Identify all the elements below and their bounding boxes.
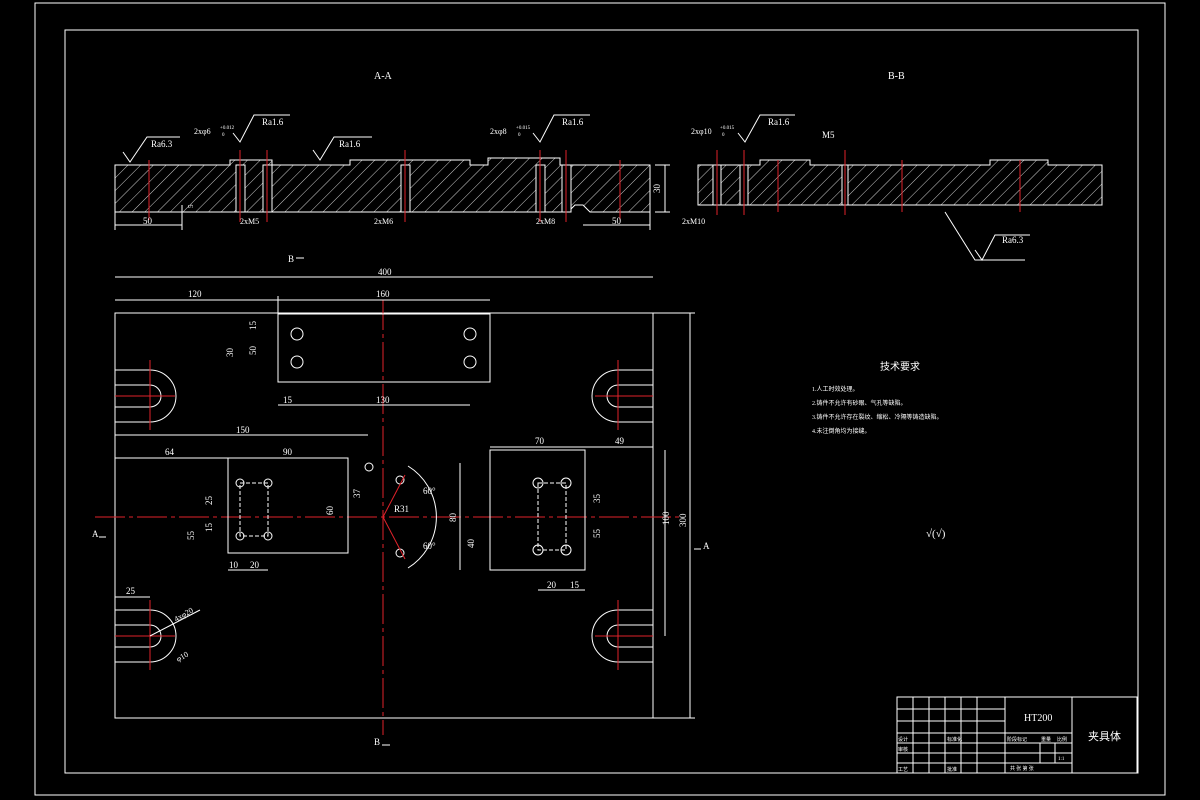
dim-100: 100 [661,511,671,525]
dim-50: 50 [248,346,258,356]
dim-15c: 15 [204,523,214,533]
slot-dim-b: φ10 [175,650,190,664]
dim-20b: 20 [547,580,557,590]
bb-hole: 2xφ10 [691,127,712,136]
dim-64: 64 [165,447,175,457]
aa-dim-5: 5 [187,204,195,208]
dim-300: 300 [678,513,688,527]
aa-tol-bot: 0 [222,133,225,138]
tech-item-2: 2.铸件不允许有砂眼、气孔等缺陷。 [812,399,907,407]
mark-a-right: A [703,541,710,551]
bb-ra63: Ra6.3 [1002,235,1024,245]
aa-hole-right: 2xφ8 [490,127,507,136]
weight-label: 重量 [1041,736,1051,743]
stage-label: 阶段标记 [1007,736,1027,743]
section-aa: A-A 50 50 30 5 2xM5 2xM6 2xM8 2xφ6 +0.0 [114,71,670,230]
title-block: HT200 夹具体 阶段标记 重量 比例 1:1 共 张 第 张 设计 审核 工… [896,696,1138,774]
tech-requirements: 技术要求 1.人工时效处理。 2.铸件不允许有砂眼、气孔等缺陷。 3.铸件不允许… [812,360,946,540]
section-aa-title: A-A [374,71,393,82]
section-bb-body [697,159,1103,206]
aa-dim-50-left: 50 [143,216,153,226]
angle-60a: 60° [423,486,436,496]
dim-130: 130 [376,395,390,405]
radius-r31: R31 [394,504,409,514]
tech-item-1: 1.人工时效处理。 [812,385,859,393]
aa-dim-30: 30 [652,184,662,194]
bb-ra16: Ra1.6 [768,117,790,127]
inner-border [64,29,1139,774]
mark-b-bottom: B [374,737,380,747]
aa-dim-50-right: 50 [612,216,622,226]
dim-30: 30 [225,348,235,358]
dim-25a: 25 [204,496,214,506]
roughness-note: √(√) [926,528,946,540]
reviewer: 审核 [898,746,908,753]
dim-37: 37 [352,489,362,499]
dim-15a: 15 [248,321,258,331]
dim-120: 120 [188,289,202,299]
tech-item-4: 4.未注倒角均为接缝。 [812,427,871,435]
dim-49: 49 [615,436,625,446]
dim-70: 70 [535,436,545,446]
bb-m5: M5 [822,130,835,140]
scale-value: 1:1 [1058,757,1065,762]
angle-60b: 60° [423,541,436,551]
aa-ra16-mid: Ra1.6 [339,139,361,149]
tech-title: 技术要求 [880,360,920,373]
tech-item-3: 3.铸件不允许存在裂纹、缩松、冷隔等铸造缺陷。 [812,413,943,421]
outer-border [34,2,1166,796]
plan-view: 400 120 160 30 15 50 15 130 150 64 90 37… [92,254,710,747]
dim-55: 55 [186,531,196,541]
aa-m5: 2xM5 [240,217,259,226]
process: 工艺 [898,767,908,773]
aa-m6: 2xM6 [374,217,393,226]
section-bb: B-B 2xφ10 +0.015 0 Ra1.6 M5 2xM10 Ra6.3 [682,71,1103,261]
designer: 设计 [898,736,908,743]
dim-35: 35 [592,494,602,504]
aa-tol2-top: +0.015 [516,126,531,131]
aa-ra16-left: Ra1.6 [262,117,284,127]
sheet-label: 共 张 第 张 [1010,765,1034,772]
dim-80: 80 [448,513,458,523]
aa-tol2-bot: 0 [518,133,521,138]
aa-hole-left: 2xφ6 [194,127,211,136]
dim-400: 400 [378,267,392,277]
mark-b-top: B [288,254,294,264]
dim-25b: 25 [126,586,136,596]
bb-m10: 2xM10 [682,217,705,226]
section-aa-body [114,157,651,213]
dim-20: 20 [250,560,260,570]
dim-150: 150 [236,425,250,435]
section-bb-title: B-B [888,71,905,82]
approve: 批准 [947,766,957,773]
aa-m8: 2xM8 [536,217,555,226]
standard: 标准化 [947,736,962,743]
dim-160: 160 [376,289,390,299]
mark-a-left: A [92,529,99,539]
dim-60: 60 [325,506,335,516]
dim-15d: 15 [570,580,580,590]
dim-10: 10 [229,560,239,570]
dim-90: 90 [283,447,293,457]
slot-dim-a: 4xφ20 [173,606,195,624]
dim-40: 40 [466,539,476,549]
plate-outline [114,312,654,719]
scale-label: 比例 [1057,736,1067,743]
bb-tol-top: +0.015 [720,126,735,131]
aa-ra16-right: Ra1.6 [562,117,584,127]
aa-tol-top: +0.012 [220,126,235,131]
part-name: 夹具体 [1088,729,1121,743]
aa-ra63: Ra6.3 [151,139,173,149]
bb-tol-bot: 0 [722,133,725,138]
dim-55b: 55 [592,529,602,539]
dim-15b: 15 [283,395,293,405]
material: HT200 [1024,713,1052,724]
